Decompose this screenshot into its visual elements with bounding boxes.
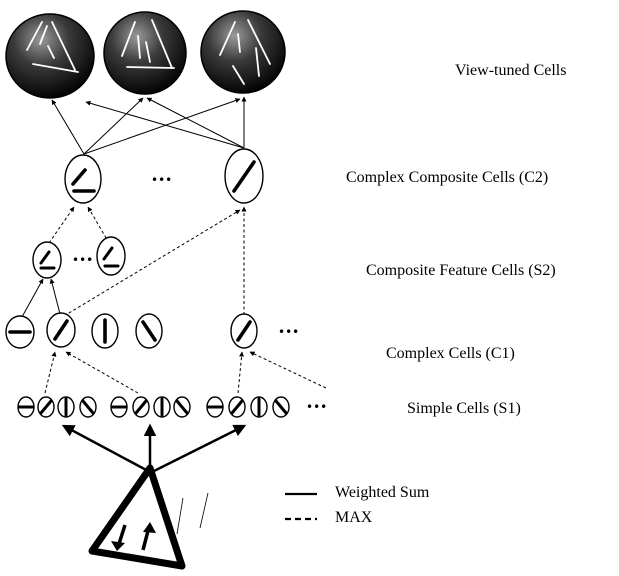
c2-cells: ••• <box>64 148 264 204</box>
s2-ellipsis: ••• <box>72 253 93 267</box>
label-c2-cells: Complex Composite Cells (C2) <box>346 169 549 186</box>
c2-ellipsis: ••• <box>151 173 172 187</box>
view-tuned-cell-2 <box>103 11 187 95</box>
view-tuned-cell-1 <box>5 13 95 99</box>
c1-cell-2 <box>46 312 76 348</box>
s1-cells: ••• <box>17 396 327 418</box>
legend-samples <box>285 492 317 521</box>
c1-cell-4 <box>135 313 163 349</box>
c1-cells: ••• <box>5 312 299 349</box>
c2-to-view-connections <box>51 96 247 155</box>
label-s2-cells: Composite Feature Cells (S2) <box>366 262 556 279</box>
s1-ellipsis: ••• <box>306 400 327 414</box>
view-tuned-cell-3 <box>200 10 286 94</box>
c1-to-s2-connections <box>21 209 241 318</box>
s1-group-2 <box>110 396 191 418</box>
s1-group-3 <box>206 396 290 418</box>
label-view-tuned-cells: View-tuned Cells <box>455 62 567 79</box>
c2-cell-2 <box>224 148 264 204</box>
triangle-warning-sign-icon <box>88 464 209 570</box>
s2-cell-2 <box>96 236 126 276</box>
legend-weighted-sum: Weighted Sum <box>335 484 430 501</box>
input-to-s1-connections <box>61 423 247 474</box>
label-c1-cells: Complex Cells (C1) <box>386 345 515 362</box>
s2-cells: ••• <box>32 236 126 279</box>
c1-cell-3 <box>91 313 119 349</box>
c1-ellipsis: ••• <box>278 325 299 339</box>
c1-cell-1 <box>5 315 35 349</box>
view-tuned-cells <box>5 10 286 99</box>
c1-cell-5 <box>230 313 258 349</box>
s1-to-c1-connections <box>44 351 327 394</box>
s1-group-1 <box>17 396 97 418</box>
s2-cell-1 <box>32 241 62 279</box>
s2-to-c2-connections <box>48 206 247 315</box>
legend-max: MAX <box>335 509 373 526</box>
label-s1-cells: Simple Cells (S1) <box>407 400 521 417</box>
c2-cell-1 <box>64 154 102 204</box>
